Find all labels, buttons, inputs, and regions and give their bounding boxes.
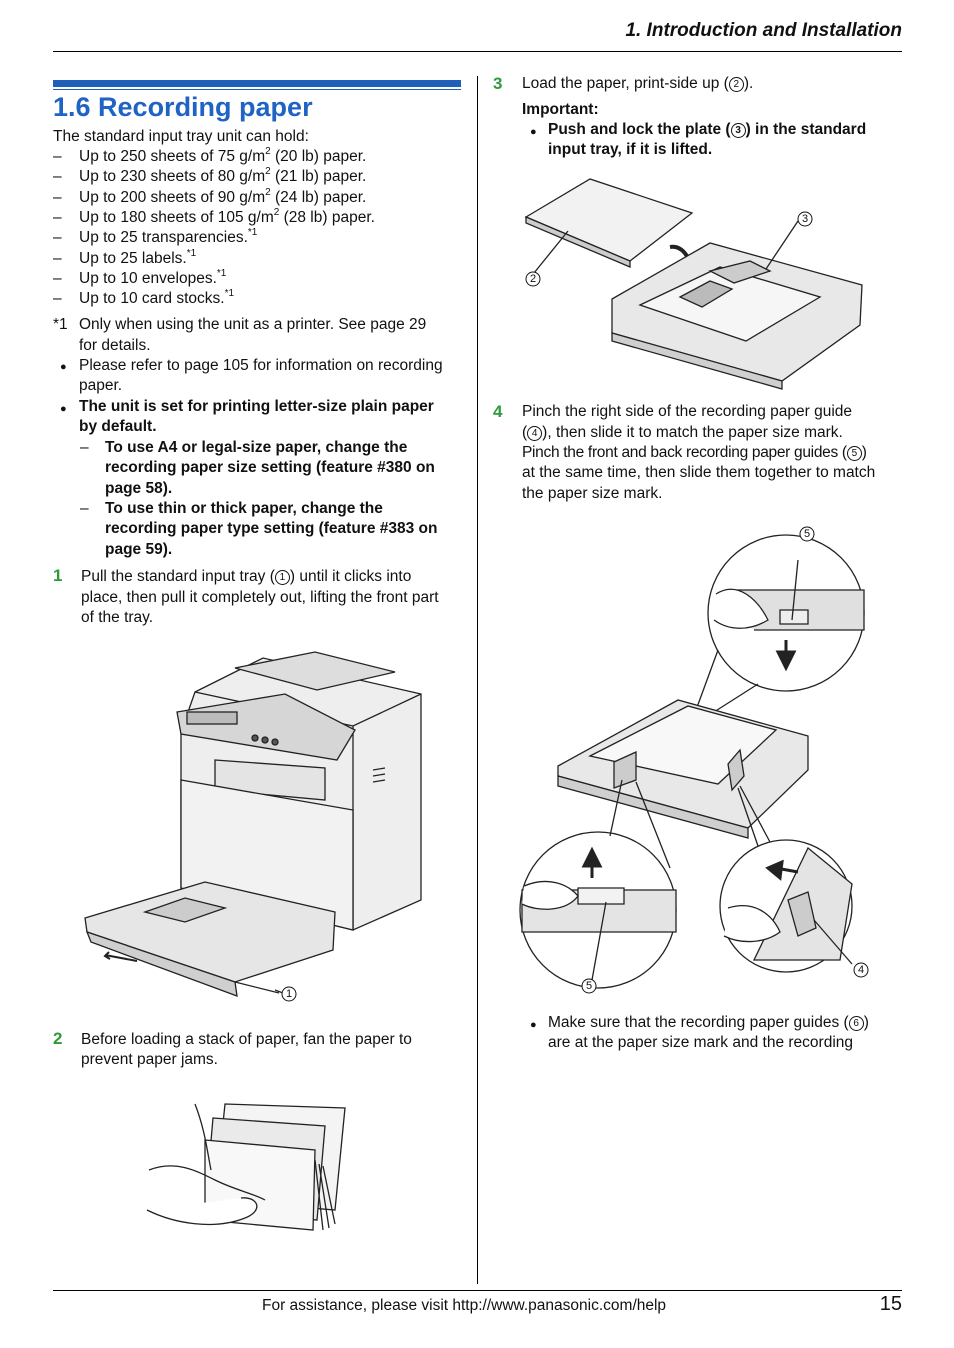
bullet-icon: ●	[530, 1019, 537, 1031]
step-4-line-1: Pinch the right side of the recording pa…	[522, 403, 853, 420]
capacity-list-item: Up to 25 transparencies.*1	[79, 227, 258, 247]
note-a4-line-2: recording paper size setting (feature #3…	[105, 459, 435, 476]
step-4-line-2: (4), then slide it to match the paper si…	[522, 424, 843, 441]
capacity-list-item: Up to 230 sheets of 80 g/m2 (21 lb) pape…	[79, 166, 367, 186]
footer-rule	[53, 1290, 902, 1291]
fan-paper-illustration	[146, 1103, 346, 1231]
step-1-line-1: Pull the standard input tray (1) until i…	[81, 568, 412, 585]
section-title: 1.6 Recording paper	[53, 92, 313, 122]
callout-5-label-bottom: 5	[586, 980, 593, 992]
printer-tray-illustration	[84, 651, 422, 997]
step-4-line-5: the paper size mark.	[522, 485, 663, 502]
callout-3-label: 3	[802, 213, 809, 225]
paper-guides-illustration	[519, 534, 865, 989]
sub-dash: –	[80, 439, 89, 456]
step-3-important: Important:	[522, 101, 599, 118]
step-4-number: 4	[493, 402, 503, 421]
section-heading-bar	[53, 80, 461, 87]
intro-text: The standard input tray unit can hold:	[53, 128, 309, 145]
bullet-icon: ●	[60, 361, 67, 373]
footnote-line-1: Only when using the unit as a printer. S…	[79, 316, 427, 333]
column-divider	[477, 76, 478, 1284]
capacity-list-item: Up to 25 labels.*1	[79, 247, 197, 267]
callout-5-marker-top	[799, 526, 815, 542]
callout-1-icon: 1	[274, 570, 290, 585]
step-2-line-2: prevent paper jams.	[81, 1051, 218, 1068]
list-dash: –	[53, 290, 62, 308]
callout-6-icon: 6	[848, 1016, 864, 1031]
callout-4-label: 4	[858, 964, 865, 976]
callout-5-label-top: 5	[804, 528, 811, 540]
step-3-number: 3	[493, 74, 503, 93]
note-refer-line-2: paper.	[79, 377, 123, 394]
step-3-bullet-line-2: input tray, if it is lifted.	[548, 141, 713, 158]
list-dash: –	[53, 188, 62, 206]
callout-3-icon: 3	[730, 123, 746, 138]
note-thin-line-2: recording paper type setting (feature #3…	[105, 520, 438, 537]
note-thin-line-1: To use thin or thick paper, change the	[105, 500, 383, 517]
page-number: 15	[879, 1293, 902, 1315]
callout-2-label: 2	[530, 273, 537, 285]
step-1-line-2: place, then pull it completely out, lift…	[81, 589, 439, 606]
step-1-number: 1	[53, 566, 63, 585]
list-dash: –	[53, 269, 62, 287]
note-a4-line-1: To use A4 or legal-size paper, change th…	[105, 439, 408, 456]
bullet-icon: ●	[530, 126, 537, 138]
step-3-line-1: Load the paper, print-side up (2).	[522, 75, 754, 92]
load-paper-illustration	[524, 178, 863, 390]
list-dash: –	[53, 148, 62, 165]
callout-1-marker	[281, 986, 297, 1002]
callout-1-label: 1	[286, 988, 293, 1000]
list-dash: –	[53, 208, 62, 226]
capacity-list-item: Up to 180 sheets of 105 g/m2 (28 lb) pap…	[79, 206, 375, 226]
step-4-line-3: Pinch the front and back recording paper…	[522, 444, 867, 461]
step-4-note-line-2: are at the paper size mark and the recor…	[548, 1034, 854, 1051]
note-thin-line-3: page 59).	[105, 541, 173, 558]
footer-help-text: For assistance, please visit http://www.…	[262, 1297, 667, 1314]
capacity-list-item: Up to 10 envelopes.*1	[79, 267, 227, 287]
header-rule	[53, 51, 902, 52]
list-dash: –	[53, 229, 62, 247]
note-default-line-2: by default.	[79, 418, 157, 435]
callout-3-marker	[797, 211, 813, 227]
step-3-bullet-line-1: Push and lock the plate (3) in the stand…	[548, 121, 867, 138]
callout-5-marker-bottom	[581, 978, 597, 994]
step-1-line-3: of the tray.	[81, 609, 154, 626]
callout-4-icon: 4	[527, 426, 543, 441]
footnote-line-2: for details.	[79, 337, 151, 354]
bullet-icon: ●	[60, 403, 67, 415]
capacity-list-item: Up to 250 sheets of 75 g/m2 (20 lb) pape…	[79, 146, 367, 166]
section-heading-bar-thin	[53, 89, 461, 90]
running-header: 1. Introduction and Installation	[625, 20, 902, 41]
callout-2-marker	[525, 271, 541, 287]
note-a4-line-3: page 58).	[105, 480, 173, 497]
note-default-line-1: The unit is set for printing letter-size…	[79, 398, 434, 415]
note-refer-line-1: Please refer to page 105 for information…	[79, 357, 443, 374]
step-2-line-1: Before loading a stack of paper, fan the…	[81, 1031, 412, 1048]
capacity-list-item: Up to 200 sheets of 90 g/m2 (24 lb) pape…	[79, 186, 367, 206]
callout-2-icon: 2	[728, 77, 744, 92]
callout-4-marker	[853, 962, 869, 978]
sub-dash: –	[80, 500, 89, 517]
step-2-number: 2	[53, 1029, 63, 1048]
step-4-note-line-1: Make sure that the recording paper guide…	[548, 1014, 869, 1031]
capacity-list-item: Up to 10 card stocks.*1	[79, 288, 235, 308]
callout-5-icon: 5	[846, 446, 862, 461]
step-4-line-4: at the same time, then slide them togeth…	[522, 464, 876, 481]
list-dash: –	[53, 168, 62, 186]
list-dash: –	[53, 249, 62, 267]
footnote-mark: *1	[53, 316, 68, 333]
